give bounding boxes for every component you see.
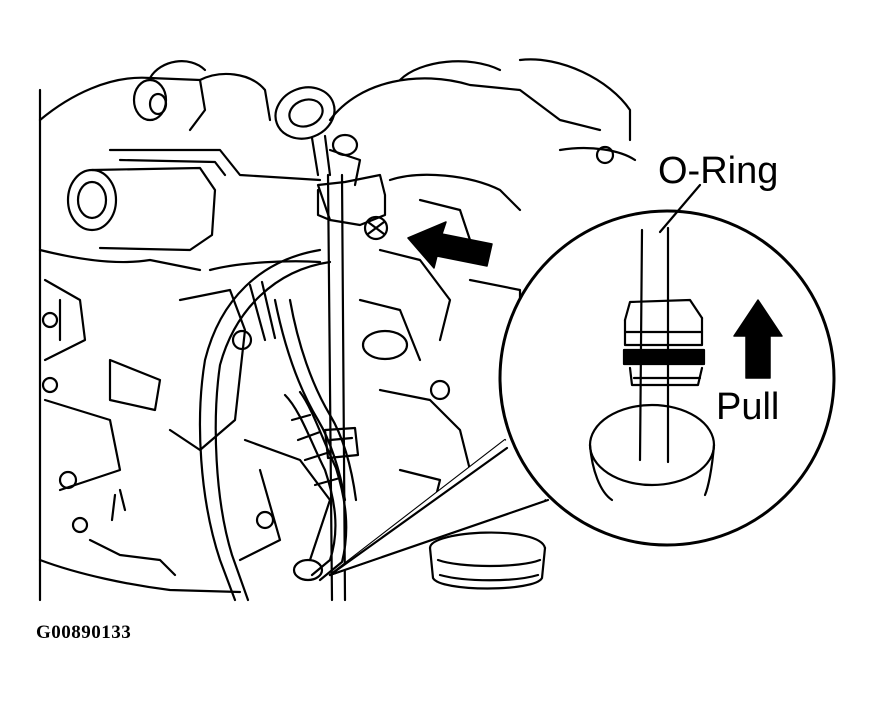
pull-label: Pull — [716, 386, 780, 428]
figure-id: G00890133 — [36, 622, 132, 643]
o-ring-label: O-Ring — [658, 150, 779, 192]
detail-callout — [328, 183, 836, 577]
hoses — [198, 248, 358, 602]
engine-block — [38, 58, 637, 602]
arrow-to-bolt-icon — [407, 221, 493, 269]
pull-up-arrow-icon — [733, 299, 783, 379]
dipstick-assembly — [274, 86, 389, 602]
